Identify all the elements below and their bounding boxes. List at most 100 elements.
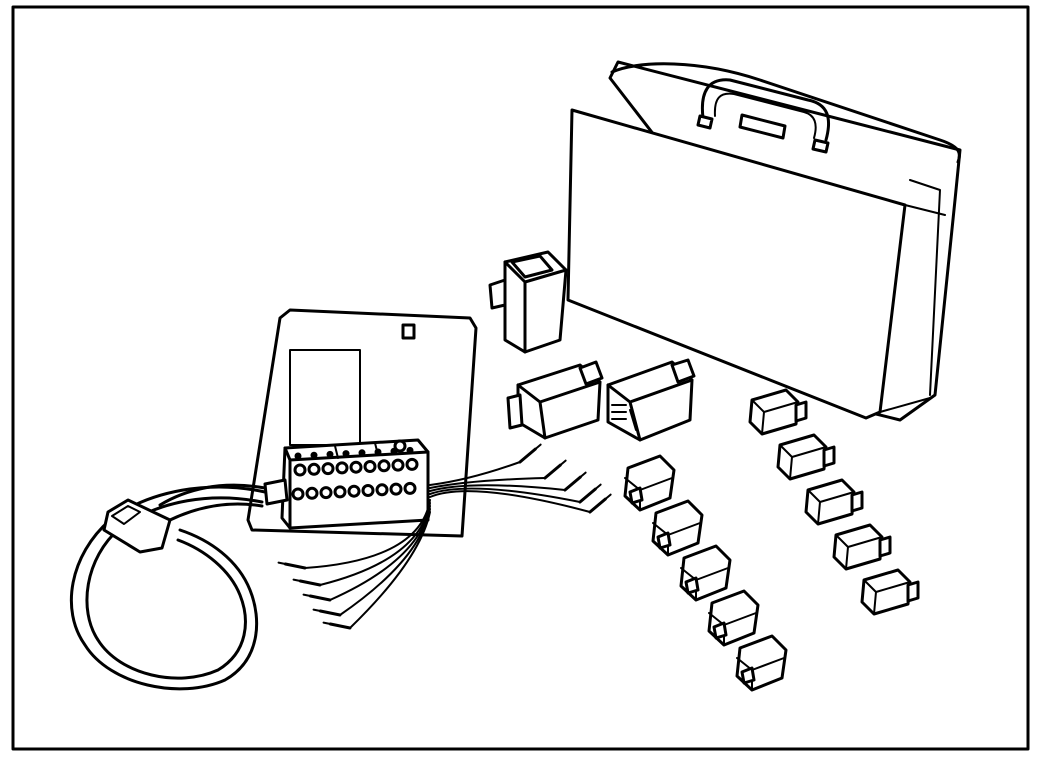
relay-top-socket bbox=[510, 254, 554, 279]
terminal-block-edges bbox=[283, 446, 430, 530]
test-lead-tip bbox=[559, 459, 567, 467]
test-jack bbox=[377, 459, 391, 473]
adapter-connector-upper-pins bbox=[878, 535, 892, 558]
harness-cable-coil bbox=[69, 483, 267, 691]
adapter-connector-upper-pins bbox=[822, 445, 836, 468]
adapter-connector-upper bbox=[776, 433, 828, 481]
adapter-module-left bbox=[506, 360, 604, 440]
test-lead-tip bbox=[604, 493, 612, 501]
case-lid-line bbox=[909, 179, 941, 396]
test-jack bbox=[335, 461, 349, 475]
coil-connector bbox=[102, 498, 172, 554]
test-jack bbox=[391, 458, 405, 472]
test-lead-probe bbox=[318, 609, 342, 617]
test-lead-probe bbox=[308, 594, 332, 602]
case-handle-inner bbox=[713, 92, 817, 139]
adapter-connector-upper bbox=[860, 568, 912, 616]
box-knob bbox=[393, 439, 407, 453]
relay-module bbox=[488, 250, 568, 354]
test-lead-wire bbox=[339, 508, 431, 616]
adapter-cable-fill bbox=[747, 553, 854, 607]
adapter-connector-lower-latch bbox=[628, 486, 644, 505]
test-lead-probe bbox=[543, 463, 562, 480]
adapter-tab-right bbox=[670, 358, 696, 384]
test-lead-probe bbox=[298, 579, 322, 587]
adapter-connector-upper-pins bbox=[906, 580, 920, 603]
test-lead-wire bbox=[429, 490, 591, 513]
test-jack bbox=[361, 484, 375, 497]
case-handle-outer bbox=[700, 78, 831, 142]
test-jack-top bbox=[342, 450, 350, 458]
adapter-connector-upper-edge bbox=[779, 444, 827, 480]
test-lead-tip bbox=[312, 608, 322, 613]
adapter-connector-upper bbox=[832, 523, 884, 571]
test-jack bbox=[405, 457, 419, 471]
test-leads bbox=[277, 443, 612, 630]
test-lead-wire bbox=[429, 477, 546, 489]
test-lead-wire bbox=[429, 484, 566, 492]
adapter-cable-fill bbox=[663, 418, 770, 472]
test-lead-wire bbox=[429, 487, 581, 503]
test-lead-probe bbox=[578, 487, 597, 504]
test-jack bbox=[349, 460, 363, 474]
relay-side-tab bbox=[488, 278, 507, 310]
test-lead-probe bbox=[563, 475, 582, 492]
test-lead-tip bbox=[277, 561, 287, 566]
adapter-connector-upper bbox=[748, 388, 800, 436]
adapter-connector-upper-edge bbox=[807, 489, 855, 525]
harness-adapter bbox=[651, 433, 836, 557]
adapter-connector-lower-latch bbox=[712, 621, 728, 640]
adapter-connector-upper-pins bbox=[794, 400, 808, 423]
adapter-connector-lower-latch bbox=[740, 666, 756, 685]
test-lead-tip bbox=[302, 593, 312, 598]
test-jack bbox=[389, 482, 403, 496]
harness-adapter bbox=[707, 523, 892, 647]
adapter-cable-fill bbox=[691, 463, 798, 517]
adapter-edges-left bbox=[516, 380, 602, 440]
test-lead-tip bbox=[322, 621, 332, 626]
test-lead-tip bbox=[594, 483, 602, 491]
test-lead-wire bbox=[349, 511, 431, 629]
test-jack-top bbox=[406, 446, 414, 454]
adapter-connector-lower-latch bbox=[656, 531, 672, 550]
cable-strain-relief bbox=[263, 478, 289, 506]
harness-adapter bbox=[735, 568, 920, 692]
test-jack-top bbox=[326, 450, 334, 458]
test-lead-probe bbox=[518, 447, 537, 464]
harness-adapter bbox=[623, 388, 808, 512]
adapter-connector-upper-edge bbox=[835, 534, 883, 570]
test-harness-box bbox=[246, 308, 478, 538]
test-lead-probe bbox=[328, 622, 352, 630]
test-jack-top bbox=[310, 451, 318, 459]
adapter-connector-upper-pins bbox=[850, 490, 864, 513]
test-jacks bbox=[291, 446, 419, 501]
test-lead-probe bbox=[283, 562, 307, 570]
case-front-face bbox=[566, 108, 907, 420]
adapter-connector-upper-edge bbox=[751, 399, 799, 435]
test-lead-tip bbox=[579, 471, 587, 479]
adapter-tab-left bbox=[578, 360, 604, 386]
adapter-body-right bbox=[606, 360, 694, 442]
test-jack-top bbox=[358, 449, 366, 457]
adapter-cable-fill bbox=[775, 598, 882, 652]
test-jack bbox=[403, 481, 417, 495]
test-jack-top bbox=[294, 452, 302, 460]
adapter-connector-lower-latch bbox=[684, 576, 700, 595]
case-top-edge bbox=[610, 62, 961, 164]
test-lead-wire bbox=[319, 502, 431, 586]
adapter-pins-right bbox=[611, 404, 637, 431]
adapter-plug-left bbox=[506, 393, 524, 430]
case-latch bbox=[738, 113, 787, 140]
test-jack bbox=[321, 462, 335, 476]
adapter-connector-upper-edge bbox=[863, 579, 911, 615]
cable-run bbox=[158, 483, 267, 522]
case-handle-mounts bbox=[696, 114, 830, 154]
test-jack bbox=[291, 487, 305, 501]
test-jack bbox=[347, 484, 361, 498]
test-jack bbox=[307, 462, 321, 476]
coil-connector-latch bbox=[111, 505, 141, 525]
test-jack bbox=[293, 463, 307, 477]
relay-edges bbox=[503, 260, 568, 354]
test-jack bbox=[363, 460, 377, 473]
frame bbox=[11, 5, 1030, 751]
